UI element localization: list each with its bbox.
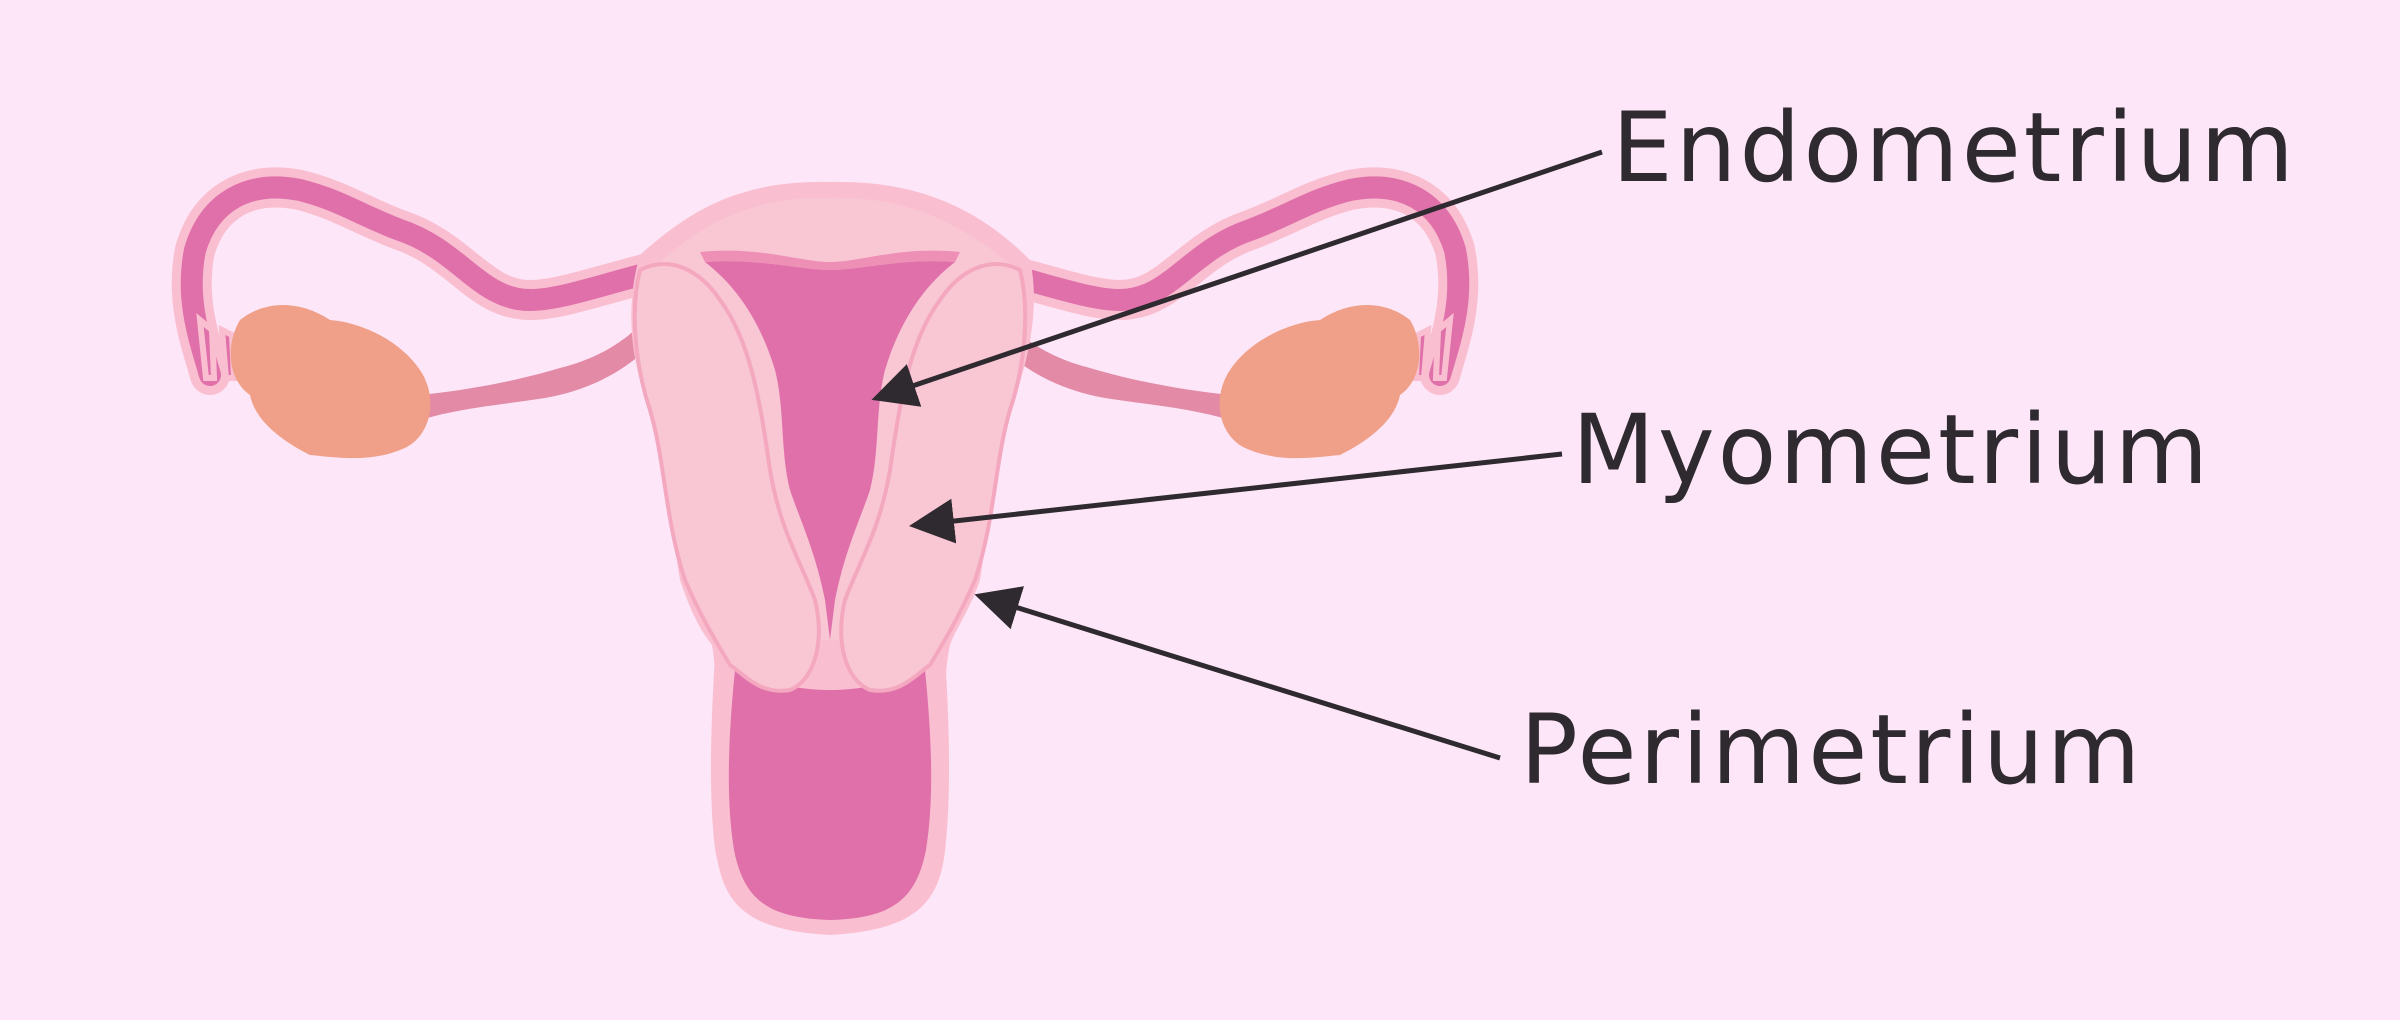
left-fimbria-1 [196,312,218,381]
right-fimbria-2 [1412,324,1432,381]
endometrium-layer [705,261,955,640]
vaginal-canal [728,670,932,920]
right-ovary [1219,305,1420,459]
left-fimbria-2 [218,324,238,381]
left-fallopian-tube-inner [180,176,671,386]
right-fallopian-tube-inner [979,176,1470,386]
endometrium-arrow [871,149,1603,407]
ovaries [230,305,1420,459]
ovarian-ligaments [420,325,1230,420]
left-ovary [230,305,431,459]
right-cervical-lobe [839,262,1028,693]
right-ovarian-ligament [1010,325,1230,420]
left-cervical-lobe [632,262,821,693]
fallopian-tubes [171,167,1479,395]
fimbriae [196,312,1454,381]
fundus-highlight [700,250,960,270]
perimetrium-arrow [974,586,1501,761]
myometrium-arrow [909,451,1563,544]
myometrium-label: Myometrium [1572,394,2212,506]
right-fimbria-1 [1432,312,1454,381]
label-arrows [871,149,1603,761]
perimetrium-label: Perimetrium [1520,694,2144,806]
endometrium-label: Endometrium [1612,92,2297,204]
left-ovarian-ligament [420,325,640,420]
